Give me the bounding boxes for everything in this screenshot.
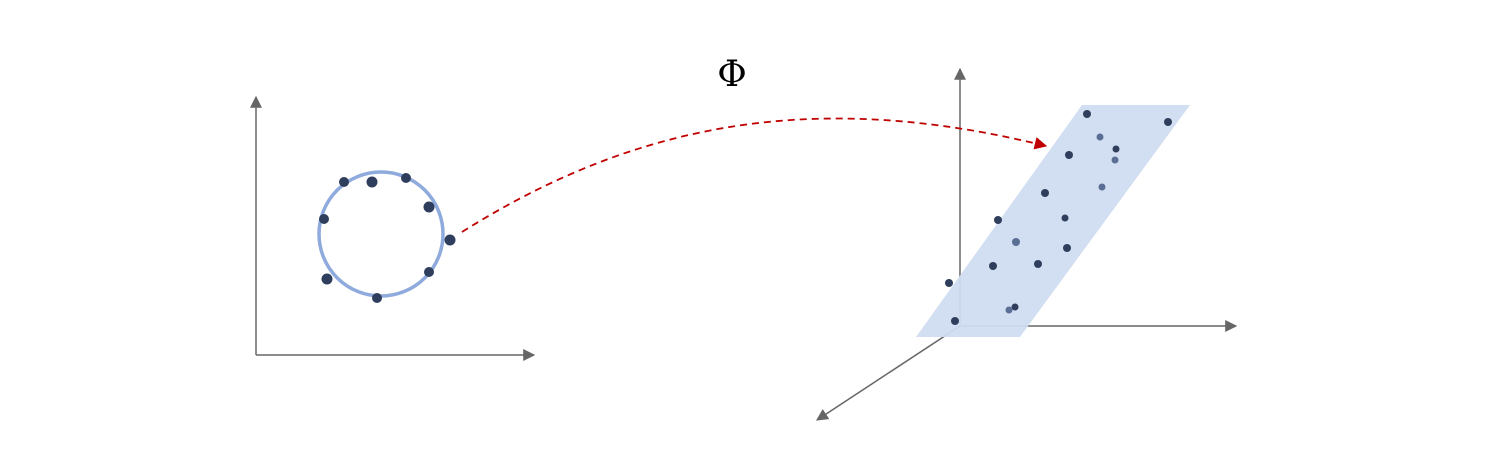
data-point bbox=[994, 216, 1002, 224]
data-point bbox=[1041, 189, 1049, 197]
data-point bbox=[951, 317, 959, 325]
data-point bbox=[319, 214, 329, 224]
data-point bbox=[1034, 260, 1042, 268]
data-point bbox=[366, 176, 378, 188]
data-point bbox=[1112, 145, 1120, 153]
data-point bbox=[1061, 214, 1069, 222]
data-point bbox=[1083, 110, 1091, 118]
data-point bbox=[423, 201, 435, 213]
data-point bbox=[424, 267, 434, 277]
data-point bbox=[1096, 133, 1104, 141]
data-point bbox=[1164, 118, 1172, 126]
data-point bbox=[1098, 183, 1106, 191]
data-point bbox=[339, 177, 349, 187]
data-point bbox=[372, 293, 382, 303]
data-point bbox=[321, 273, 333, 285]
mapping-label: Φ bbox=[717, 54, 747, 95]
data-point bbox=[989, 262, 997, 270]
feature-y-axis bbox=[815, 325, 961, 421]
data-point bbox=[1111, 156, 1119, 164]
data-point bbox=[1005, 306, 1013, 314]
feature-points bbox=[945, 110, 1172, 325]
data-point bbox=[444, 234, 456, 246]
circular-boundary bbox=[317, 170, 445, 298]
mapping-arrow bbox=[461, 117, 1048, 233]
data-point bbox=[1011, 303, 1019, 311]
input-space-axes bbox=[250, 95, 536, 361]
data-point bbox=[1012, 238, 1020, 246]
separating-plane bbox=[916, 105, 1190, 337]
input-points bbox=[319, 173, 456, 303]
data-point bbox=[1065, 151, 1073, 159]
data-point bbox=[401, 173, 411, 183]
data-point bbox=[945, 279, 953, 287]
data-point bbox=[1063, 244, 1071, 252]
